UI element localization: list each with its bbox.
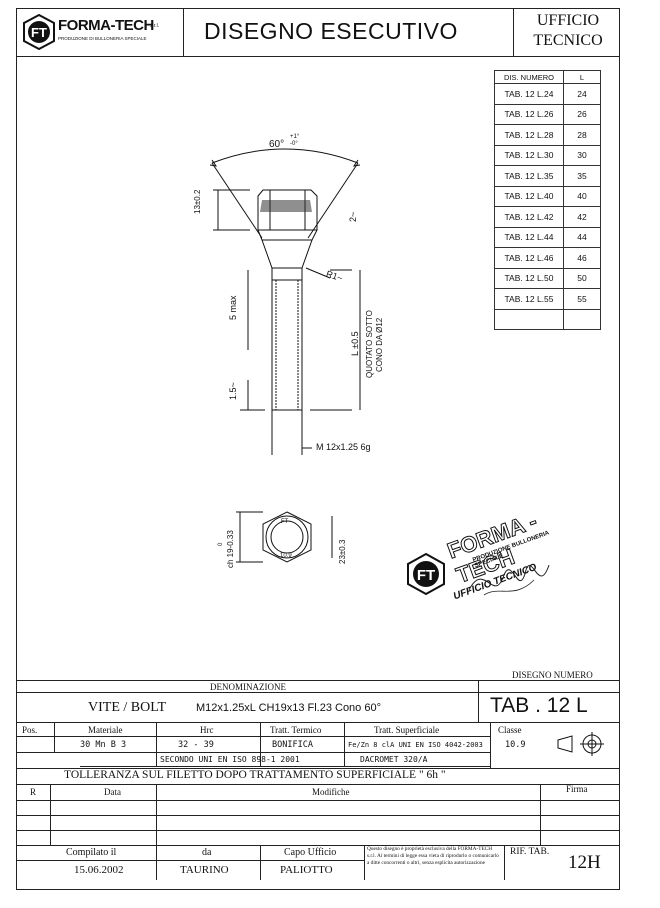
table-header-row: DIS. NUMERO L [494,70,601,84]
logo: FT FORMA-TECH s.r.l. PRODUZIONE DI BULLO… [22,13,172,51]
projection-symbol-icon [557,732,604,756]
termico-label: Tratt. Termico [270,725,322,735]
r-label: R [30,787,37,797]
data-label: Data [104,787,121,797]
drawing-sheet [16,8,620,890]
signature [468,564,550,596]
head-height-label: 13±0.2 [193,189,202,214]
superficiale-value: Fe/Zn 8 clA UNI EN ISO 4042-2003 [348,741,483,749]
col-l: L [563,70,601,84]
angle-tol-plus: +1° [290,134,300,140]
part-spec: M12x1.25xL CH19x13 Fl.23 Cono 60° [196,702,381,714]
hrc-label: Hrc [200,725,214,735]
hrc-value: 32 - 39 [178,740,214,750]
termico-value: BONIFICA [272,740,313,750]
denominazione-label: DENOMINAZIONE [210,682,286,692]
thread-end-label: 1.5~ [228,382,238,400]
page-title: DISEGNO ESECUTIVO [204,18,458,44]
norm-value: SECONDO UNI EN ISO 898-1 2001 [160,755,300,764]
da-value: TAURINO [180,864,229,876]
table-row [494,308,601,330]
diameter-label: 23±0.3 [338,539,347,564]
max5-label: 5 max [228,295,238,320]
ft-logo-icon: FT [23,13,55,51]
mark-ft: FT [281,519,289,525]
angle-tol-minus: -0° [290,141,298,147]
classe-label: Classe [498,725,522,735]
svg-text:FT: FT [31,25,47,40]
capo-label: Capo Ufficio [284,847,337,858]
compilato-value: 15.06.2002 [74,864,124,876]
office-line-2: TECNICO [533,32,603,49]
header: FT FORMA-TECH s.r.l. PRODUZIONE DI BULLO… [16,8,620,56]
materiale-value: 30 Mn B 3 [80,740,127,750]
across-flats-top: 0 [218,542,224,546]
quoted-label-1: QUOTATO SOTTO [365,310,374,378]
drawing-number: TAB . 12 L [490,694,588,717]
classe-value: 10.9 [505,740,526,750]
col-dis-numero: DIS. NUMERO [494,70,564,84]
tolerance-note: TOLLERANZA SUL FILETTO DOPO TRATTAMENTO … [64,769,446,781]
mark-grade: 10.9 [280,553,292,559]
svg-text:FT: FT [417,567,435,584]
disegno-numero-label: DISEGNO NUMERO [512,670,593,680]
bolt-drawing [209,148,361,563]
quoted-label-2: CONO DA Ø12 [375,317,384,372]
pos-label: Pos. [22,725,38,735]
firma-label: Firma [566,784,588,794]
part-name: VITE / BOLT [88,700,167,715]
da-label: da [202,847,212,858]
coating-value: DACROMET 320/A [360,755,428,764]
superficiale-label: Tratt. Superficiale [374,725,440,735]
ownership-notice: Questo disegno è proprietà esclusiva del… [367,846,499,866]
rif-label: RIF. TAB. [510,847,550,857]
brand-subtitle: PRODUZIONE DI BULLONERIA SPECIALE [58,36,147,41]
compilato-label: Compilato il [66,847,117,858]
angle-label: 60° [269,139,285,150]
brand-suffix: s.r.l. [150,23,160,29]
office-stamp: FT FORMA - TECH PRODUZIONE BULLONERIA SP… [404,508,574,610]
across-flats-label: ch 19-0.33 [226,530,235,568]
office-line-1: UFFICIO [536,12,600,29]
modifiche-label: Modifiche [312,787,350,797]
chamfer-label: 2~ [348,211,358,222]
materiale-label: Materiale [88,725,123,735]
rif-value: 12H [568,852,601,873]
thread-label: M 12x1.25 6g [316,442,371,452]
length-label: L ±0.5 [350,331,360,356]
stamp-logo-icon: FT [407,552,445,596]
brand-name: FORMA-TECH [58,17,154,34]
capo-value: PALIOTTO [280,864,333,876]
